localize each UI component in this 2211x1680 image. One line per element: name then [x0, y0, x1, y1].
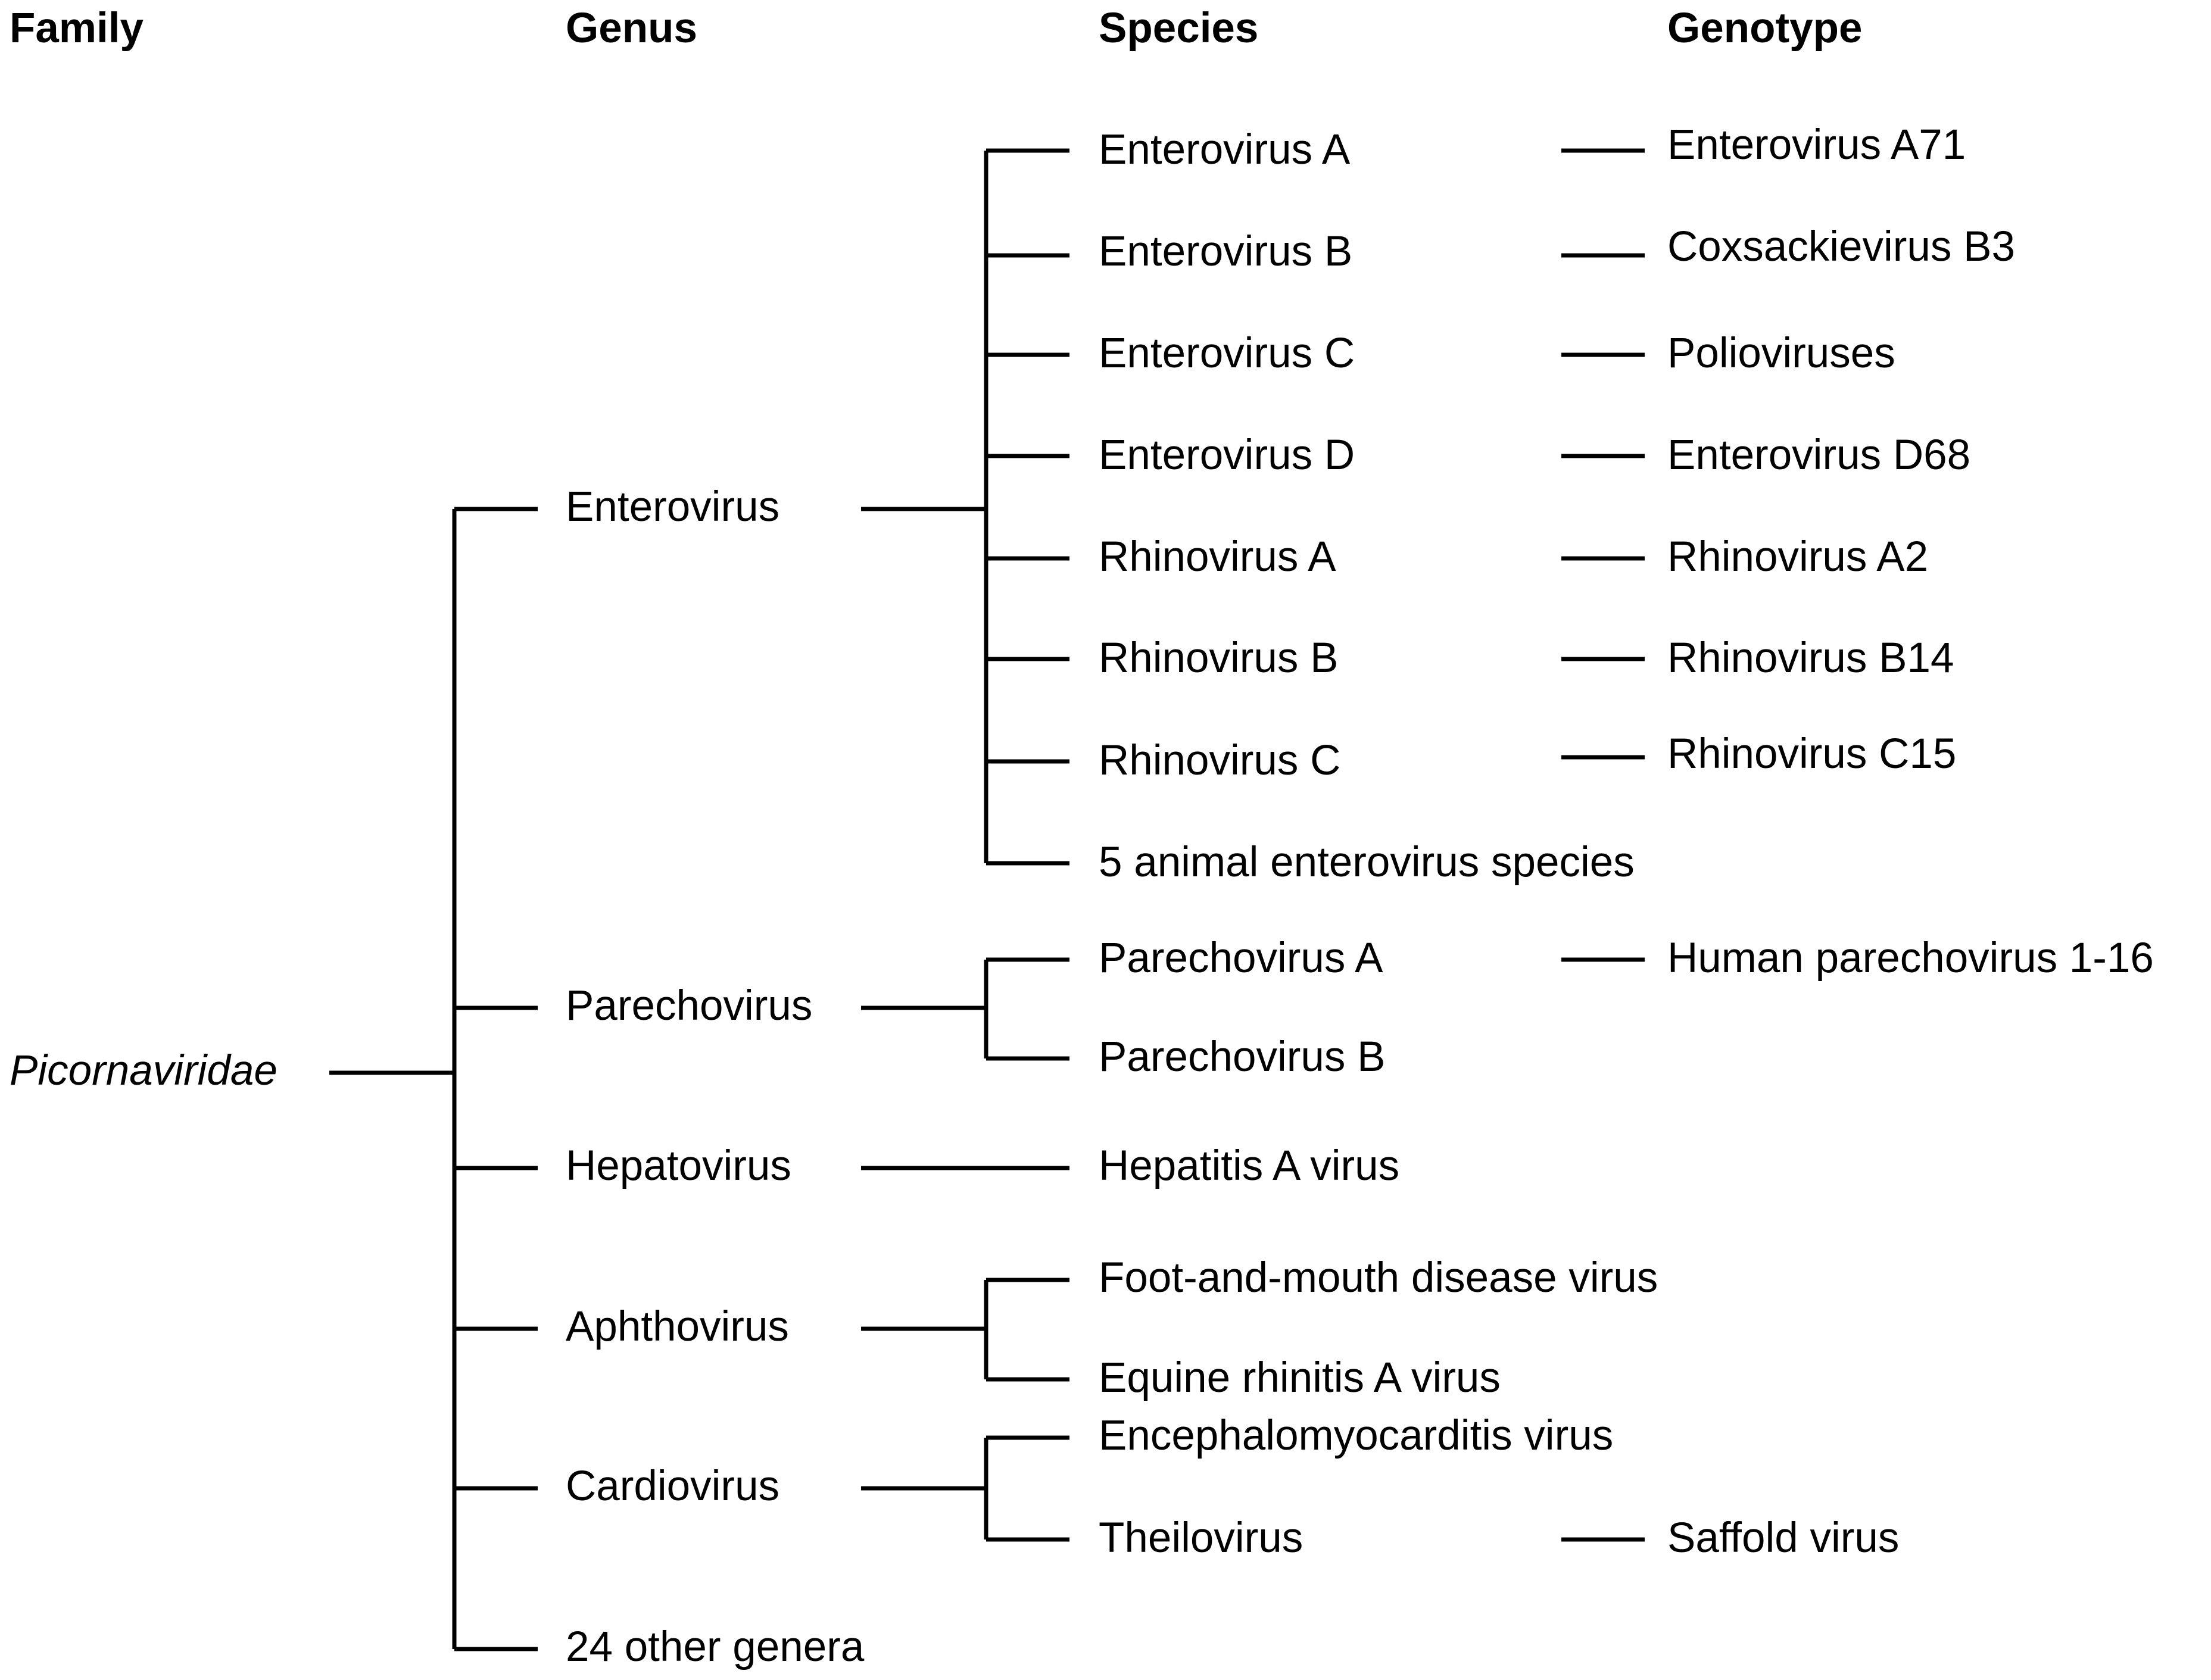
header-genotype: Genotype — [1667, 5, 1862, 52]
species-label-parechovirus-a: Parechovirus A — [1099, 935, 1383, 982]
species-label-theilovirus: Theilovirus — [1099, 1515, 1303, 1562]
species-label-encephalomyocarditis: Encephalomyocarditis virus — [1099, 1412, 1613, 1459]
genotype-label-saffold-virus: Saffold virus — [1667, 1515, 1899, 1562]
genotype-label-polioviruses: Polioviruses — [1667, 330, 1895, 377]
species-label-equine-rhinitis: Equine rhinitis A virus — [1099, 1354, 1501, 1401]
header-family: Family — [10, 5, 144, 52]
genus-label-hepatovirus: Hepatovirus — [566, 1142, 791, 1189]
species-label-enterovirus-d: Enterovirus D — [1099, 432, 1355, 479]
species-label-enterovirus-a: Enterovirus A — [1099, 126, 1351, 173]
genotype-label-coxsackievirus-b3: Coxsackievirus B3 — [1667, 223, 2015, 270]
species-label-enterovirus-b: Enterovirus B — [1099, 228, 1352, 275]
genotype-label-enterovirus-a71: Enterovirus A71 — [1667, 121, 1966, 168]
species-label-animal-enterovirus: 5 animal enterovirus species — [1099, 839, 1635, 886]
genotype-label-rhinovirus-b14: Rhinovirus B14 — [1667, 635, 1954, 682]
genus-label-cardiovirus: Cardiovirus — [566, 1463, 779, 1510]
genotype-label-enterovirus-d68: Enterovirus D68 — [1667, 432, 1970, 479]
species-label-enterovirus-c: Enterovirus C — [1099, 330, 1355, 377]
species-label-rhinovirus-b: Rhinovirus B — [1099, 635, 1339, 682]
genus-label-parechovirus: Parechovirus — [566, 982, 812, 1029]
header-species: Species — [1099, 5, 1258, 52]
species-label-rhinovirus-c: Rhinovirus C — [1099, 737, 1340, 784]
genotype-label-rhinovirus-c15: Rhinovirus C15 — [1667, 730, 1956, 777]
genotype-label-rhinovirus-a2: Rhinovirus A2 — [1667, 533, 1928, 580]
species-label-hepatitis-a-virus: Hepatitis A virus — [1099, 1142, 1399, 1189]
species-label-rhinovirus-a: Rhinovirus A — [1099, 533, 1336, 580]
header-genus: Genus — [566, 5, 697, 52]
genus-label-other-genera: 24 other genera — [566, 1623, 865, 1670]
species-label-foot-and-mouth: Foot-and-mouth disease virus — [1099, 1254, 1658, 1301]
genus-label-aphthovirus: Aphthovirus — [566, 1303, 789, 1350]
genotype-label-human-parechovirus: Human parechovirus 1-16 — [1667, 935, 2154, 982]
genus-label-enterovirus: Enterovirus — [566, 483, 779, 530]
family-label: Picornaviridae — [10, 1047, 277, 1094]
species-label-parechovirus-b: Parechovirus B — [1099, 1033, 1385, 1081]
